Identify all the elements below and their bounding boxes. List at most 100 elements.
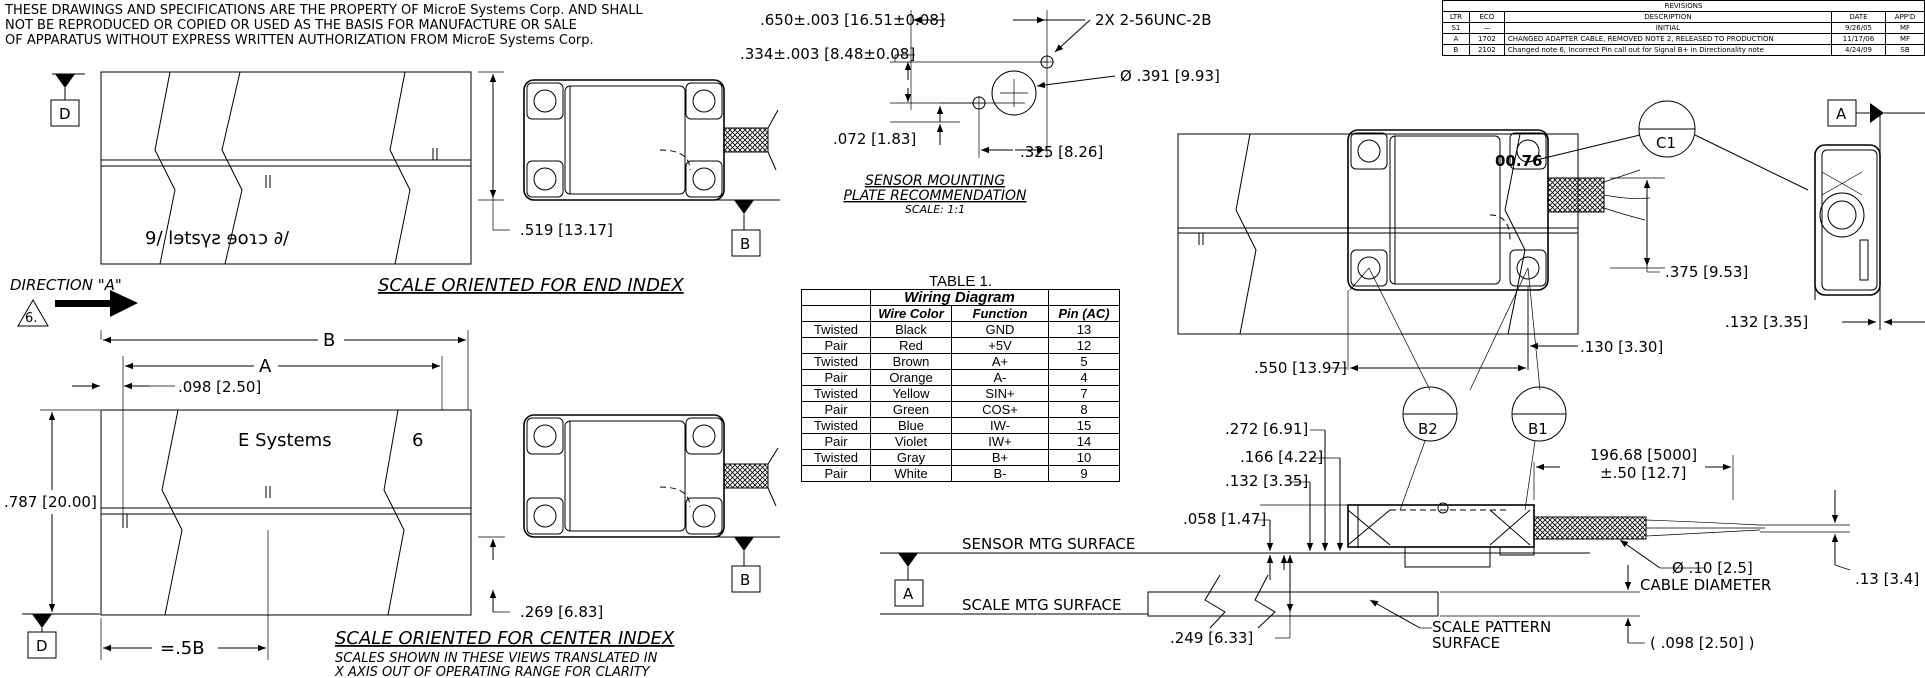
table-cell: Black: [870, 321, 952, 338]
rev-cell: 2102: [1468, 44, 1505, 56]
table-cell: Blue: [870, 417, 952, 434]
revisions-header-row: LTR ECO DESCRIPTION DATE APP'D: [1442, 11, 1925, 23]
datum-b-bottom: B: [740, 571, 750, 589]
dia-391: Ø .391 [9.93]: [1120, 67, 1220, 85]
dim-half-b: =.5B: [160, 638, 205, 659]
table-cell: 8: [1048, 401, 1120, 418]
rev-cell: Changed note 6, Incorrect Pin call out f…: [1503, 44, 1832, 56]
scale-text-6: 6: [412, 430, 423, 451]
note-6-flag: 6.: [25, 311, 37, 326]
mounting-title-1: SENSOR MOUNTING: [865, 173, 1005, 189]
table-cell: Orange: [870, 369, 952, 386]
table-cell: Twisted: [801, 417, 871, 434]
rev-cell: SB: [1885, 44, 1925, 56]
notice-line-3: OF APPARATUS WITHOUT EXPRESS WRITTEN AUT…: [5, 33, 594, 48]
table-cell: A-: [951, 369, 1049, 386]
table-title: Wiring Diagram: [870, 289, 1049, 306]
datum-d-bottom: D: [36, 637, 48, 655]
balloon-b2: B2: [1418, 420, 1438, 438]
dim-098: .098 [2.50]: [178, 378, 261, 396]
dim-375: .375 [9.53]: [1665, 263, 1748, 281]
balloon-b1: B1: [1528, 420, 1548, 438]
table-cell: A+: [951, 353, 1049, 370]
rev-header-date: DATE: [1830, 11, 1887, 23]
rev-cell: B: [1442, 44, 1470, 56]
table-cell: Pair: [801, 401, 871, 418]
table-cell: 9: [1048, 465, 1120, 482]
dim-166: .166 [4.22]: [1240, 448, 1323, 466]
dim-058: .058 [1.47]: [1183, 510, 1266, 528]
rev-cell: 9/26/05: [1830, 22, 1887, 34]
dim-098-bottom: ( .098 [2.50] ): [1650, 634, 1755, 652]
direction-a-label: DIRECTION "A": [10, 276, 122, 294]
rev-cell: MF: [1885, 22, 1925, 34]
table-cell: Pair: [801, 337, 871, 354]
table-cell: 4: [1048, 369, 1120, 386]
table-cell: IW+: [951, 433, 1049, 450]
rev-header-desc: DESCRIPTION: [1503, 11, 1832, 23]
dim-249: .249 [6.33]: [1170, 629, 1253, 647]
end-index-view: D 9/ lɘtsγꙅ ɘoɿɔ ∂/ .519 [13.17]: [50, 71, 780, 296]
table-title-blank-2: [1048, 289, 1120, 306]
dim-130: .130 [3.30]: [1580, 338, 1663, 356]
wiring-table: TABLE 1. Wiring Diagram Wire Color Funct…: [801, 274, 1120, 482]
sensor-top-view: 00.76 C1 .375 [9.53] .130 [3.30] .550 [1…: [1177, 100, 1809, 391]
mounting-title-2: PLATE RECOMMENDATION: [843, 188, 1027, 204]
col-header-pair: [801, 305, 871, 322]
table-cell: Brown: [870, 353, 952, 370]
col-header-wire-color: Wire Color: [870, 305, 952, 322]
revisions-title: REVISIONS: [1442, 0, 1925, 12]
mounting-plate-view: .650±.003 [16.51±0.08] 2X 2-56UNC-2B .33…: [740, 10, 1220, 216]
dim-325: .325 [8.26]: [1020, 143, 1103, 161]
table-cell: Pair: [801, 369, 871, 386]
dim-519: .519 [13.17]: [520, 221, 613, 239]
balloon-c1: C1: [1656, 134, 1676, 152]
table-cell: B+: [951, 449, 1049, 466]
center-index-label: SCALE ORIENTED FOR CENTER INDEX: [335, 628, 675, 649]
table-cell: White: [870, 465, 952, 482]
table-cell: Gray: [870, 449, 952, 466]
dim-650: .650±.003 [16.51±0.08]: [760, 11, 945, 29]
dim-13: .13 [3.4]: [1855, 570, 1919, 588]
table-cell: 5: [1048, 353, 1120, 370]
table-cell: 10: [1048, 449, 1120, 466]
table-title-blank: [801, 289, 871, 306]
table-cell: +5V: [951, 337, 1049, 354]
scale-pattern-2: SURFACE: [1432, 634, 1500, 652]
sensor-end-view: A .132 [3.35]: [1725, 99, 1925, 331]
table-caption: TABLE 1.: [928, 273, 993, 290]
table-cell: Violet: [870, 433, 952, 450]
direction-a-indicator: DIRECTION "A" 6.: [10, 276, 138, 327]
table-cell: Twisted: [801, 449, 871, 466]
notice-line-2: NOT BE REPRODUCED OR COPIED OR USED AS T…: [5, 18, 577, 33]
table-cell: Twisted: [801, 353, 871, 370]
table-cell: Red: [870, 337, 952, 354]
rev-cell: 11/17/06: [1830, 33, 1887, 45]
table-cell: Yellow: [870, 385, 952, 402]
table-cell: 12: [1048, 337, 1120, 354]
col-header-function: Function: [951, 305, 1049, 322]
rev-cell: S1: [1442, 22, 1470, 34]
table-cell: Green: [870, 401, 952, 418]
rev-cell: A: [1442, 33, 1470, 45]
scale-mtg-surface: SCALE MTG SURFACE: [962, 596, 1121, 614]
notice-line-1: THESE DRAWINGS AND SPECIFICATIONS ARE TH…: [4, 3, 643, 18]
datum-a-right: A: [1836, 105, 1847, 123]
center-index-note-2: X AXIS OUT OF OPERATING RANGE FOR CLARIT…: [334, 665, 651, 678]
table-cell: Twisted: [801, 385, 871, 402]
table-cell: 13: [1048, 321, 1120, 338]
rev-header-appd: APP'D: [1885, 11, 1925, 23]
dim-a: A: [259, 356, 272, 377]
rev-cell: 4/24/09: [1830, 44, 1887, 56]
rev-cell: INITIAL: [1503, 22, 1832, 34]
rev-cell: 1702: [1468, 33, 1505, 45]
